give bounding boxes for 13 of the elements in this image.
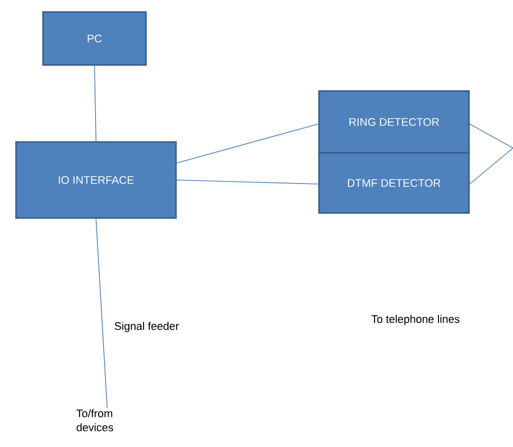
process-box: PC [42, 11, 147, 66]
connector-line [176, 124, 319, 164]
text-label: To telephone lines [371, 314, 460, 326]
connector-line [94, 65, 96, 142]
connector-line [176, 180, 319, 184]
text-label: Signal feeder [114, 322, 179, 332]
text-label: To/from devices [76, 409, 114, 432]
process-box: RING DETECTOR [318, 90, 470, 154]
connector-line [96, 218, 108, 408]
process-box: IO INTERFACE [15, 141, 177, 219]
process-box: DTMF DETECTOR [318, 152, 470, 214]
connector-line [469, 148, 513, 184]
connector-line [469, 124, 513, 148]
